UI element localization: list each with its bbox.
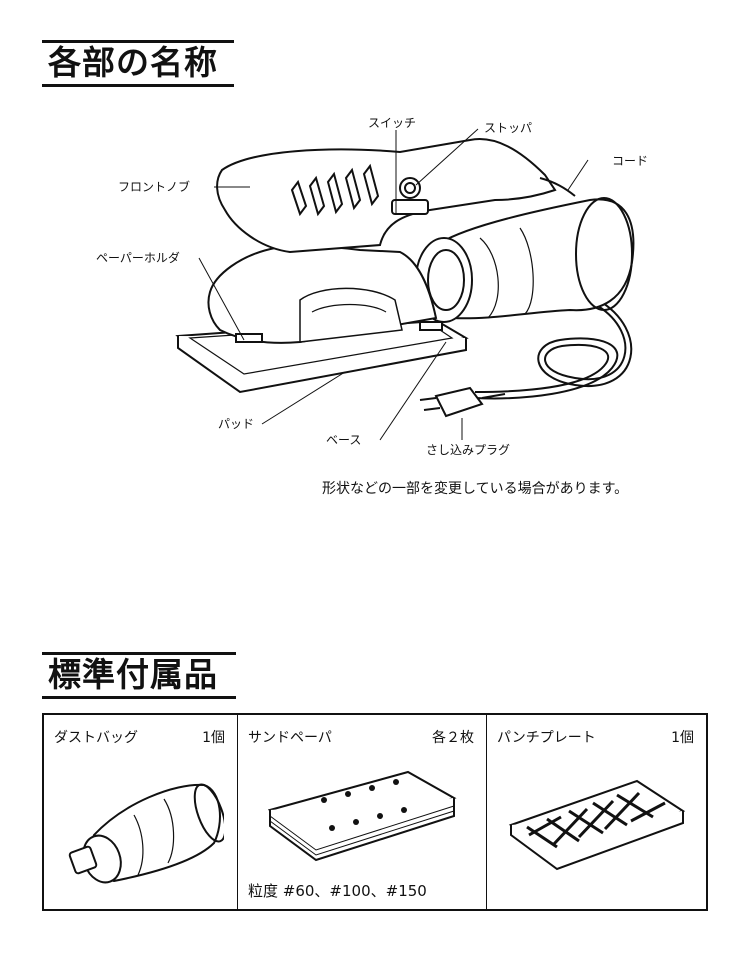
label-pad: パッド: [218, 417, 254, 431]
accessory-name: ダストバッグ: [54, 730, 138, 746]
section-title: 各部の名称: [48, 43, 218, 82]
label-switch: スイッチ: [368, 116, 416, 130]
section-title: 標準付属品: [48, 655, 218, 694]
accessory-cell-dust-bag: ダストバッグ 1個: [44, 715, 238, 909]
label-base: ベース: [326, 433, 361, 447]
accessory-cell-sandpaper: サンドペーパ 各２枚 粒度 #60、#100、#150: [238, 715, 487, 909]
leader-lines: [198, 128, 589, 441]
label-front-knob: フロントノブ: [118, 179, 190, 194]
plug-illustration: [419, 386, 506, 418]
sandpaper-grit: 粒度 #60、#100、#150: [248, 882, 427, 900]
accessory-cell-punch-plate: パンチプレート 1個: [487, 715, 706, 909]
dust-bag-image: [68, 783, 224, 884]
sander-parts-diagram: スイッチ ストッパ コード フロントノブ ペーパーホルダ パッド ベース さし込…: [96, 116, 648, 457]
section-heading-accessories: 標準付属品: [42, 652, 236, 699]
accessory-name: サンドペーパ: [248, 730, 332, 746]
accessory-qty: 各２枚: [432, 730, 474, 746]
label-plug: さし込みプラグ: [426, 443, 510, 457]
section-heading-parts: 各部の名称: [42, 40, 234, 87]
accessory-name: パンチプレート: [497, 730, 596, 746]
disclaimer-note: 形状などの一部を変更している場合があります。: [322, 481, 629, 497]
sandpaper-image: [268, 770, 457, 862]
accessory-qty: 1個: [671, 730, 694, 746]
power-cord-illustration: [474, 299, 633, 400]
accessory-qty: 1個: [202, 730, 225, 746]
label-paper-holder: ペーパーホルダ: [96, 250, 180, 265]
sander-body-illustration: [175, 138, 576, 394]
label-cord: コード: [612, 154, 648, 168]
punch-plate-image: [508, 779, 686, 871]
label-stopper: ストッパ: [484, 121, 532, 135]
dust-bag-illustration: [415, 197, 635, 323]
accessories-table: ダストバッグ 1個 サンドペーパ 各２枚: [42, 713, 708, 911]
